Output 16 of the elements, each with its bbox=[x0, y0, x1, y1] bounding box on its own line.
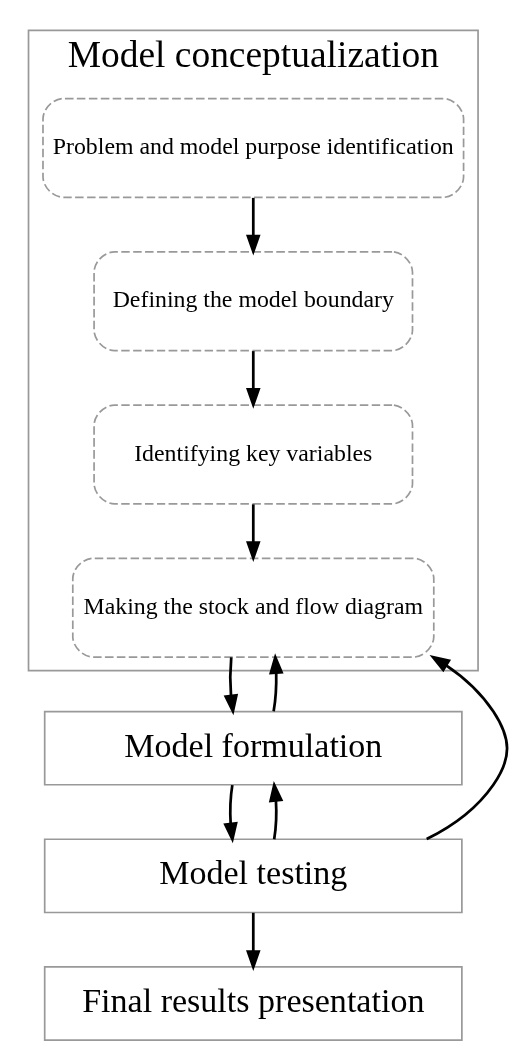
node-box: Model testing bbox=[43, 838, 463, 914]
arrow bbox=[223, 657, 239, 716]
arrow bbox=[246, 351, 261, 409]
arrow bbox=[223, 784, 238, 844]
arrow bbox=[246, 912, 261, 972]
arrow bbox=[269, 653, 284, 712]
arrow bbox=[246, 197, 261, 256]
node-box: Making the stock and flow diagram bbox=[71, 557, 435, 658]
node-box: Defining the model boundary bbox=[93, 250, 414, 352]
node-box: Identifying key variables bbox=[93, 404, 414, 505]
node-box: Final results presentation bbox=[43, 966, 463, 1042]
node-box: Model formulation bbox=[43, 710, 463, 786]
node-box: Problem and model purpose identification bbox=[42, 97, 465, 199]
arrow bbox=[246, 504, 261, 562]
arrow bbox=[268, 781, 284, 840]
arrow bbox=[426, 654, 509, 841]
